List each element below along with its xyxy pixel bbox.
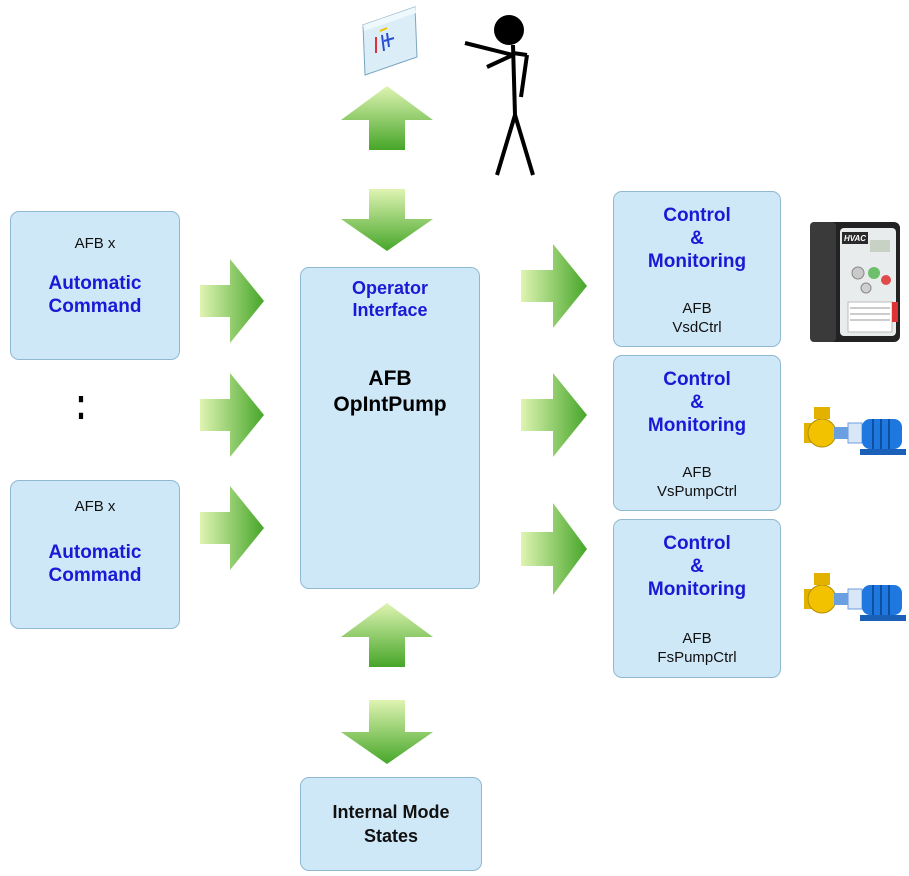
display-screen-icon [362,6,418,76]
arrow-right-icon [521,244,587,328]
afb-fspumpctrl-label: AFB FsPumpCtrl [657,630,737,666]
arrow-up-icon [341,603,433,667]
fixed-speed-pump-icon [804,573,906,621]
afb-vspumpctrl-label: AFB VsPumpCtrl [656,464,738,500]
automatic-command-title-1: Automatic Command [48,273,142,317]
operator-interface-title: Operator Interface [351,278,429,320]
ellipsis: : [76,380,86,430]
control-monitoring-title-1: Control & Monitoring [647,205,747,272]
internal-mode-states-box: Internal Mode States [300,777,482,871]
drive-hvac-label: HVAC [844,234,866,243]
automatic-command-title-2: Automatic Command [48,542,142,586]
arrow-right-icon [521,503,587,595]
arrow-right-icon [200,373,264,457]
control-monitoring-box-fspump: Control & Monitoring AFB FsPumpCtrl [613,519,781,678]
control-monitoring-title-2: Control & Monitoring [647,369,747,436]
afb-opintpump-name: AFB OpIntPump [333,367,447,416]
control-monitoring-box-vspump: Control & Monitoring AFB VsPumpCtrl [613,355,781,511]
internal-mode-states-title: Internal Mode States [332,802,450,846]
variable-speed-drive-icon: HVAC [810,222,900,342]
arrow-right-icon [521,373,587,457]
arrow-down-icon [341,189,433,251]
automatic-command-box-1: AFB x Automatic Command [10,211,180,360]
operator-person-icon [464,15,535,176]
operator-interface-box: Operator Interface AFB OpIntPump [300,267,480,589]
arrow-right-icon [200,486,264,570]
afb-vsdctrl-label: AFB VsdCtrl [672,300,722,336]
variable-speed-pump-icon [804,407,906,455]
control-monitoring-box-vsd: Control & Monitoring AFB VsdCtrl [613,191,781,347]
arrow-up-icon [341,86,433,150]
control-monitoring-title-3: Control & Monitoring [647,533,747,600]
afb-x-label-1: AFB x [74,235,116,252]
arrow-down-icon [341,700,433,764]
arrow-right-icon [200,259,264,343]
automatic-command-box-2: AFB x Automatic Command [10,480,180,629]
afb-x-label-2: AFB x [74,498,116,515]
